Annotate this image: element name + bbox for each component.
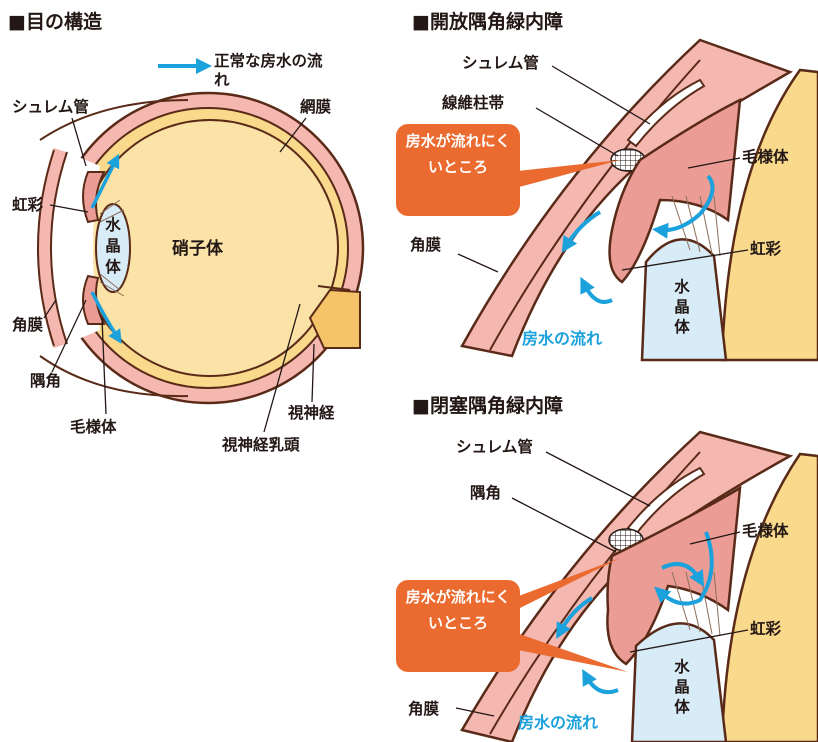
flow-legend: 正常な房水の流れ — [158, 52, 323, 89]
open-label-ciliary: 毛様体 — [742, 147, 789, 166]
open-angle-title: ■開放隅角緑内障 — [412, 10, 563, 33]
label-vitreous: 硝子体 — [172, 238, 224, 259]
iris-lower — [82, 274, 106, 325]
closed-label-flow: 房水の流れ — [518, 713, 598, 732]
open-label-lens-2: 晶 — [674, 298, 690, 316]
open-flow-arrow-1 — [652, 174, 715, 239]
open-label-iris: 虹彩 — [750, 239, 782, 258]
label-optic-disc: 視神経乳頭 — [221, 435, 300, 454]
open-angle-panel: ■開放隅角緑内障 房水が流れにくいところ シュレム管 線維柱帯 — [396, 10, 818, 362]
open-callout-text: 房水が流れにくいところ — [405, 132, 511, 176]
closed-label-lens-2: 晶 — [674, 678, 690, 696]
lens — [95, 203, 131, 293]
closed-flow-arrow-4 — [582, 668, 619, 695]
open-label-cornea: 角膜 — [410, 235, 442, 254]
closed-callout: 房水が流れにくいところ — [396, 558, 628, 672]
label-ciliary: 毛様体 — [70, 417, 117, 436]
label-lens-1: 水 — [105, 215, 121, 234]
open-label-lens-1: 水 — [674, 277, 690, 296]
label-lens-2: 晶 — [105, 237, 121, 255]
cornea — [37, 147, 67, 349]
open-schlemm-canal — [626, 78, 706, 148]
label-cornea: 角膜 — [12, 315, 44, 334]
closed-callout-text: 房水が流れにくいところ — [405, 588, 511, 632]
label-schlemm: シュレム管 — [12, 97, 89, 116]
closed-label-cornea: 角膜 — [408, 699, 440, 718]
label-lens-3: 体 — [105, 257, 121, 276]
label-iris: 虹彩 — [12, 195, 44, 214]
eye-structure-title: ■目の構造 — [8, 10, 103, 33]
closed-flow-arrow-1 — [654, 531, 714, 606]
open-label-schlemm: シュレム管 — [462, 53, 539, 72]
flow-arrow-upper — [90, 153, 120, 209]
closed-lens — [630, 622, 728, 742]
closed-flow-arrow-3 — [556, 596, 594, 640]
closed-angle-title: ■閉塞隅角緑内障 — [412, 394, 563, 417]
label-optic-nerve: 視神経 — [287, 403, 335, 422]
open-callout: 房水が流れにくいところ — [396, 124, 620, 216]
optic-nerve — [308, 288, 361, 349]
closed-angle-panel: ■閉塞隅角緑内障 房水が流れにくいところ シュレム管 — [396, 394, 818, 742]
closed-label-schlemm: シュレム管 — [456, 437, 533, 456]
closed-label-angle: 隅角 — [470, 483, 501, 502]
label-retina: 網膜 — [300, 97, 332, 116]
open-label-trabecular: 線維柱帯 — [442, 93, 505, 112]
open-flow-arrow-3 — [580, 276, 613, 304]
closed-label-iris: 虹彩 — [750, 619, 782, 638]
label-angle: 隅角 — [30, 371, 61, 390]
closed-flow-arrow-2 — [661, 562, 705, 587]
open-iris-ciliary — [608, 97, 742, 284]
open-label-lens-3: 体 — [674, 317, 690, 336]
open-label-flow: 房水の流れ — [522, 329, 602, 348]
open-flow-arrow-2 — [561, 210, 602, 253]
flow-arrow-lower — [90, 291, 122, 344]
iris-upper — [82, 171, 106, 224]
closed-label-lens-1: 水 — [674, 657, 690, 676]
closed-schlemm-canal — [626, 466, 706, 536]
closed-label-lens-3: 体 — [674, 697, 690, 716]
closed-label-ciliary: 毛様体 — [742, 521, 789, 540]
legend-label: 正常な房水の流れ — [214, 52, 323, 89]
eye-structure-panel: ■目の構造 正常な房水の流れ — [8, 10, 365, 454]
